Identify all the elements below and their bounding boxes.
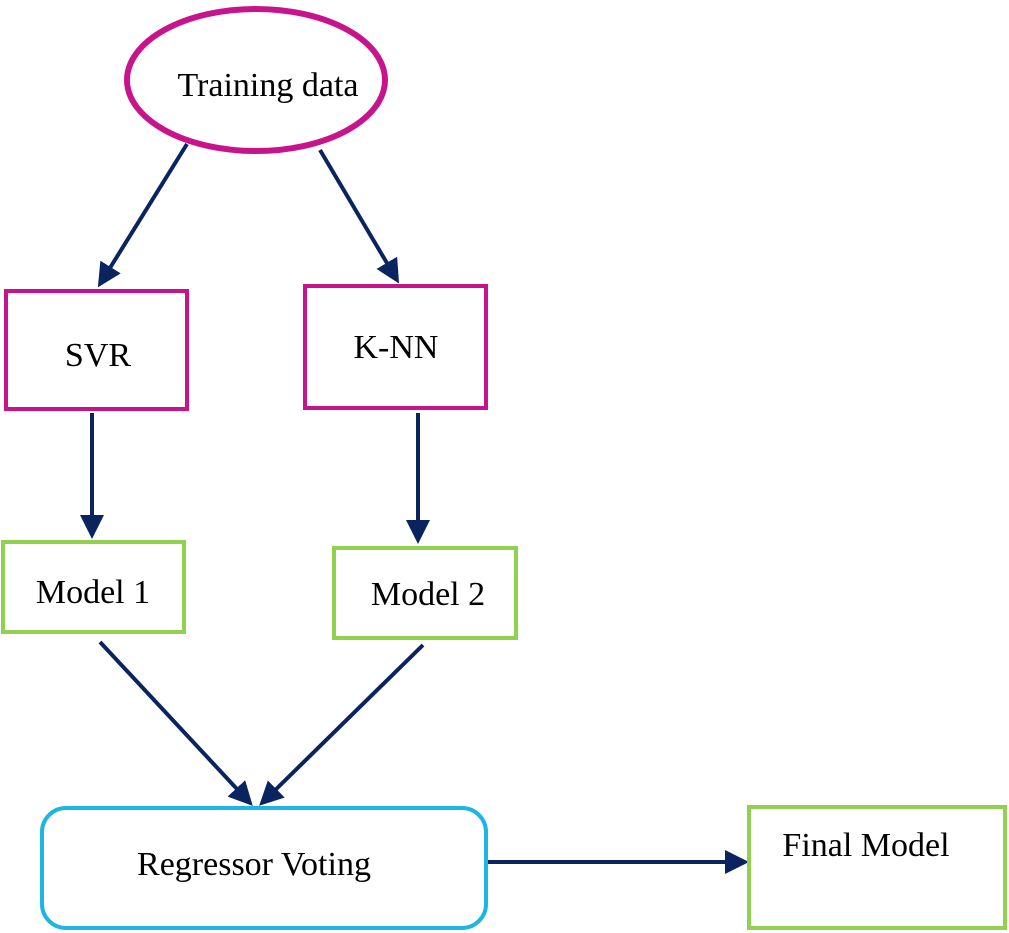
node-model-2: Model 2 — [332, 546, 518, 640]
knn-box — [303, 284, 488, 410]
regressor-voting-label: Regressor Voting — [137, 846, 371, 883]
node-final-model: Final Model — [747, 805, 1007, 930]
edge-model1-to-voting — [98, 640, 253, 806]
model-2-label: Model 2 — [371, 576, 485, 613]
regressor-voting-box — [40, 806, 488, 930]
edge-training-to-knn — [318, 148, 400, 284]
final-model-label: Final Model — [782, 827, 949, 864]
node-model-1: Model 1 — [1, 540, 186, 634]
edge-training-to-svr — [97, 142, 189, 288]
svr-label: SVR — [65, 337, 131, 374]
node-training-data: Training data — [124, 6, 388, 154]
node-svr: SVR — [4, 289, 189, 411]
training-data-label: Training data — [177, 67, 358, 104]
knn-label: K-NN — [354, 329, 439, 366]
svr-box — [4, 289, 189, 411]
model-2-box — [332, 546, 518, 640]
model-1-label: Model 1 — [36, 574, 150, 611]
training-data-oval — [124, 6, 388, 154]
final-model-box — [747, 805, 1007, 930]
edges — [80, 142, 749, 874]
edge-model2-to-voting — [259, 643, 425, 806]
model-1-box — [1, 540, 186, 634]
node-regressor-voting: Regressor Voting — [40, 806, 488, 930]
node-knn: K-NN — [303, 284, 488, 410]
